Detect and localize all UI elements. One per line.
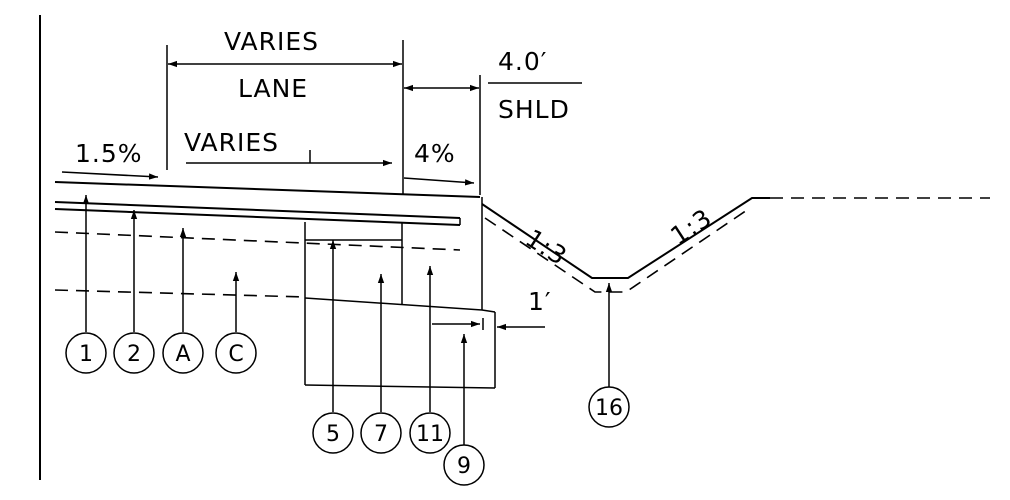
- callout-1-circle: [65, 332, 107, 374]
- lane-dimension: VARIES LANE: [166, 27, 404, 195]
- shoulder-label: SHLD: [498, 95, 570, 124]
- offset-text: 1′: [528, 287, 552, 316]
- callout-16-circle: [588, 386, 630, 428]
- callout-11: 11: [409, 412, 451, 454]
- callouts: 1 2 A C 5 7 11 9: [65, 332, 630, 486]
- callout-1-label: 1: [79, 342, 93, 367]
- callout-5-circle: [312, 412, 354, 454]
- callout-16: 16: [588, 386, 630, 428]
- callout-c-circle: [215, 332, 257, 374]
- backslope-text: 1:3: [665, 203, 717, 251]
- lane-slope-text: 1.5%: [75, 139, 143, 168]
- callout-5-label: 5: [326, 422, 340, 447]
- layer-2-bottom: [54, 208, 461, 226]
- block-step: [304, 297, 483, 311]
- shoulder-slope-arrow: [403, 177, 475, 186]
- callout-a: A: [162, 332, 204, 374]
- callout-a-label: A: [175, 342, 190, 367]
- block-right-lower-top: [481, 309, 496, 313]
- callout-7-label: 7: [374, 422, 388, 447]
- slope-annotations: 1.5% VARIES 4%: [61, 128, 475, 186]
- callout-1: 1: [65, 332, 107, 374]
- callout-leaders: [82, 195, 613, 445]
- callout-16-label: 16: [595, 396, 623, 421]
- callout-7: 7: [360, 412, 402, 454]
- pavement-section: [54, 181, 496, 389]
- callout-c: C: [215, 332, 257, 374]
- varies-label: VARIES: [184, 128, 279, 157]
- callout-5: 5: [312, 412, 354, 454]
- lane-label: LANE: [238, 74, 308, 103]
- callout-11-label: 11: [416, 422, 444, 447]
- callout-2: 2: [113, 332, 155, 374]
- callout-9-label: 9: [457, 454, 471, 479]
- subgrade-c-line: [54, 289, 306, 298]
- lane-slope-arrow: [61, 171, 159, 180]
- shoulder-slope-text: 4%: [414, 139, 456, 168]
- offset-dimension: 1′: [432, 287, 552, 331]
- shoulder-width-text: 4.0′: [498, 47, 547, 76]
- callout-9: 9: [443, 444, 485, 486]
- callout-11-circle: [409, 412, 451, 454]
- shoulder-dimension: 4.0′ SHLD: [404, 47, 582, 195]
- subbase-a-line: [54, 231, 461, 251]
- callout-7-circle: [360, 412, 402, 454]
- callout-c-label: C: [228, 342, 243, 367]
- foreslope-text: 1:3: [520, 223, 572, 271]
- lane-width-text: VARIES: [224, 27, 319, 56]
- callout-a-circle: [162, 332, 204, 374]
- ditch-subgrade-line: [484, 207, 751, 293]
- layer-2-top: [54, 201, 461, 219]
- callout-2-circle: [113, 332, 155, 374]
- ditch-section: 1:3 1:3: [481, 197, 990, 293]
- finished-surface: [54, 181, 481, 198]
- callout-2-label: 2: [127, 342, 141, 367]
- ground-line: [481, 197, 770, 279]
- callout-9-circle: [443, 444, 485, 486]
